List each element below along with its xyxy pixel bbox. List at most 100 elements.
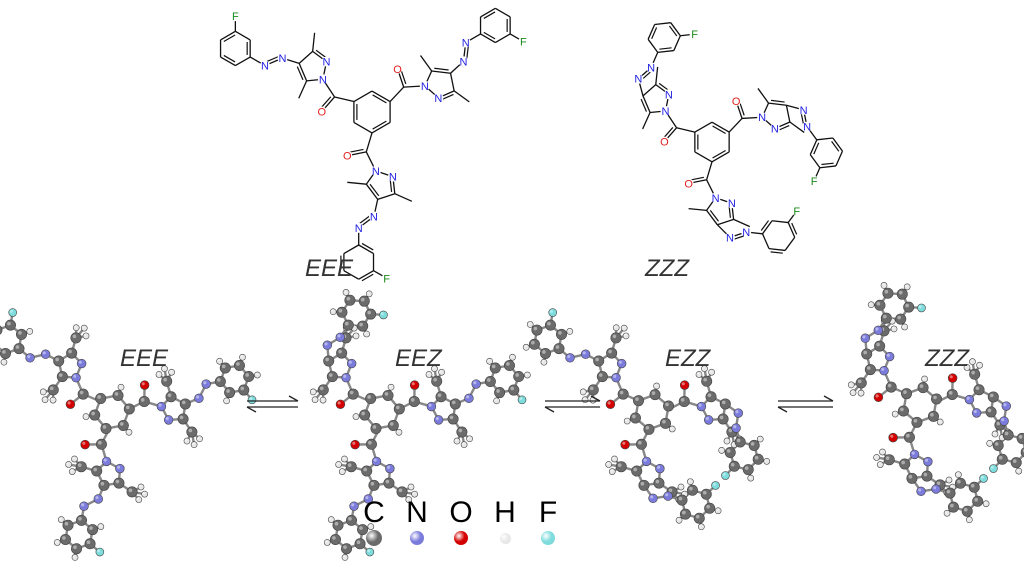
atom-highlight [192, 442, 195, 445]
atom-highlight [709, 370, 712, 373]
atom-h [903, 283, 911, 291]
atom-highlight [736, 438, 741, 443]
atom-h [135, 496, 143, 503]
bond [220, 30, 236, 41]
atom-highlight [51, 398, 54, 401]
atom-highlight [140, 398, 145, 402]
atom-highlight [679, 485, 682, 488]
atom-f [989, 464, 998, 473]
arrow-head [823, 395, 834, 402]
atom-highlight [364, 331, 367, 335]
atom-highlight [340, 469, 343, 472]
atom-h [82, 332, 90, 340]
bond [296, 66, 304, 81]
atom-highlight [49, 386, 54, 391]
atom-label-bg [798, 104, 809, 115]
atom-label-n: N [800, 105, 808, 117]
bond [712, 149, 726, 159]
atom-c [992, 439, 1004, 451]
atom-c [98, 479, 110, 491]
atom-h [453, 437, 461, 445]
atom-highlight [618, 360, 622, 364]
atom-h [936, 418, 944, 426]
atom-highlight [882, 314, 887, 319]
atom-c [719, 398, 731, 410]
atom-highlight [226, 389, 230, 393]
atom-h [623, 417, 631, 425]
atom-c [553, 343, 565, 355]
atom-n [971, 408, 982, 418]
atom-h [579, 388, 587, 396]
atom-label-bg [321, 56, 332, 67]
atom-f [517, 395, 527, 405]
atom-highlight [359, 322, 363, 327]
legend-dot-h [499, 532, 511, 544]
atom-highlight [680, 398, 685, 402]
atom-n [703, 415, 714, 425]
atom-c [383, 477, 395, 489]
atom-highlight [688, 479, 691, 482]
atom-c [503, 359, 515, 371]
atom-label-bg [259, 60, 270, 71]
bond [640, 98, 648, 112]
atom-n [931, 484, 941, 494]
atom-label-bg [419, 80, 430, 91]
atom-highlight [221, 364, 226, 369]
atom-highlight [82, 326, 85, 329]
atom-c [1002, 429, 1014, 441]
bond [265, 55, 280, 63]
atom-h [605, 461, 612, 468]
atom-highlight [354, 414, 357, 417]
atom-highlight [89, 526, 93, 530]
atom-c [528, 338, 540, 350]
model-label-eez: EEZ [395, 345, 442, 372]
atom-c [91, 465, 103, 477]
atom-c [638, 479, 650, 491]
atom-n [923, 456, 933, 467]
atom-h [352, 413, 360, 420]
atom-h [675, 516, 683, 524]
atoms [522, 308, 771, 531]
atom-f [95, 547, 105, 557]
atom-highlight [668, 488, 673, 493]
atom-c [117, 419, 129, 431]
atom-label-bg [353, 222, 364, 233]
atom-c [899, 458, 911, 470]
atom-highlight [662, 419, 666, 424]
atom-c [596, 371, 608, 383]
bond [371, 90, 391, 103]
atom-c [679, 508, 691, 520]
atom-c [880, 312, 892, 324]
atom-highlight [882, 283, 885, 286]
atom-c [972, 495, 984, 507]
atom-f [379, 310, 388, 320]
atom-c [947, 501, 959, 513]
bond [791, 222, 798, 235]
atom-o [65, 399, 76, 409]
atom-highlight [651, 391, 656, 395]
atom-h [873, 454, 880, 461]
bond [688, 207, 707, 212]
bond [343, 270, 360, 280]
bond [334, 96, 355, 103]
atom-highlight [945, 511, 948, 514]
legend-dot-n [410, 531, 424, 545]
atom-c [87, 524, 99, 536]
atom-highlight [136, 497, 139, 500]
atom-highlight [428, 403, 432, 407]
bond [657, 49, 674, 54]
atom-n [565, 353, 575, 363]
atom-c [686, 484, 698, 496]
atom-highlight [857, 379, 862, 384]
atom-c [1020, 447, 1024, 458]
atom-n [879, 365, 889, 376]
bond [371, 121, 391, 134]
atom-highlight [697, 372, 700, 375]
atom-label-o: O [684, 178, 693, 190]
bond [353, 121, 373, 134]
bond [717, 218, 734, 226]
atom-label-bg [387, 171, 398, 182]
atom-highlight [875, 394, 879, 398]
bond [647, 38, 659, 53]
model-label-zzz: ZZZ [925, 345, 969, 372]
